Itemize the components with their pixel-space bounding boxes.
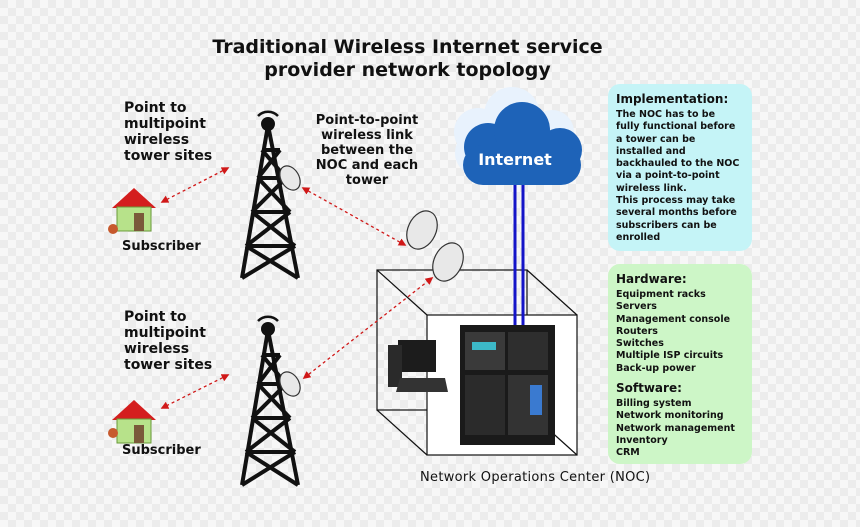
internet-cloud-icon xyxy=(454,87,582,185)
implementation-line: enrolled xyxy=(616,231,661,243)
ptp-line: between the xyxy=(320,143,414,158)
tower-icon-bottom xyxy=(240,315,300,487)
hardware-item: Routers xyxy=(616,325,658,337)
title-line-2: provider network topology xyxy=(264,59,551,81)
implementation-line: subscribers can be xyxy=(616,219,717,231)
ptmp-top-line: tower sites xyxy=(124,148,213,164)
implementation-line: backhauled to the NOC xyxy=(616,158,740,170)
implementation-line: installed and xyxy=(616,145,686,157)
software-item: Network monitoring xyxy=(616,410,724,422)
tower-icon-top xyxy=(240,110,300,280)
ptp-line: tower xyxy=(345,173,389,188)
ptp-line: Point-to-point xyxy=(315,113,419,128)
hardware-heading: Hardware: xyxy=(616,272,687,286)
implementation-heading: Implementation: xyxy=(616,92,729,106)
hardware-item: Back-up power xyxy=(616,362,696,374)
hardware-item: Management console xyxy=(616,313,731,325)
noc-label: Network Operations Center (NOC) xyxy=(420,470,651,485)
subscriber-house-icon-top xyxy=(108,188,156,234)
software-item: Network management xyxy=(616,422,735,434)
dish-antenna-icon xyxy=(279,165,464,397)
implementation-line: This process may take xyxy=(616,195,736,207)
server-rack-icon xyxy=(460,325,555,445)
implementation-line: fully functional before xyxy=(616,121,736,133)
ptmp-top-line: wireless xyxy=(124,132,190,148)
ptmp-bottom-line: Point to xyxy=(124,309,187,325)
internet-uplink xyxy=(513,182,525,330)
implementation-line: via a point-to-point xyxy=(616,170,720,182)
hardware-item: Equipment racks xyxy=(616,289,706,300)
software-item: Inventory xyxy=(616,434,668,446)
implementation-line: wireless link. xyxy=(616,182,687,194)
hardware-item: Multiple ISP circuits xyxy=(616,350,724,362)
ptmp-label-top: Point to multipoint wireless tower sites xyxy=(124,100,212,164)
wireless-links xyxy=(160,167,434,409)
ptp-label: Point-to-point wireless link between the… xyxy=(310,113,424,188)
ptmp-label-bottom: Point to multipoint wireless tower sites xyxy=(124,309,212,373)
implementation-line: several months before xyxy=(616,207,737,219)
ptmp-bottom-line: wireless xyxy=(124,341,190,357)
ptmp-bottom-line: multipoint xyxy=(124,325,206,341)
ptmp-top-line: multipoint xyxy=(124,116,206,132)
subscriber-house-icon-bottom xyxy=(108,400,156,444)
hardware-item: Switches xyxy=(616,338,664,350)
software-heading: Software: xyxy=(616,381,682,396)
internet-label: Internet xyxy=(478,150,552,169)
implementation-line: a tower can be xyxy=(616,133,696,145)
title-line-1: Traditional Wireless Internet service xyxy=(212,36,603,58)
hardware-software-box: Hardware: Equipment racks Servers Manage… xyxy=(608,264,752,464)
implementation-box: Implementation: The NOC has to be fully … xyxy=(608,84,752,251)
software-item: Billing system xyxy=(616,398,692,410)
subscriber-label-top: Subscriber xyxy=(122,239,201,254)
diagram-title: Traditional Wireless Internet service pr… xyxy=(150,36,665,82)
ptmp-top-line: Point to xyxy=(124,100,187,116)
ptp-line: NOC and each xyxy=(315,158,419,173)
implementation-line: The NOC has to be xyxy=(616,109,716,120)
ptmp-bottom-line: tower sites xyxy=(124,357,213,373)
software-item: CRM xyxy=(616,447,640,459)
ptp-line: wireless link xyxy=(321,128,413,143)
hardware-item: Servers xyxy=(616,301,657,313)
subscriber-label-bottom: Subscriber xyxy=(122,443,201,458)
